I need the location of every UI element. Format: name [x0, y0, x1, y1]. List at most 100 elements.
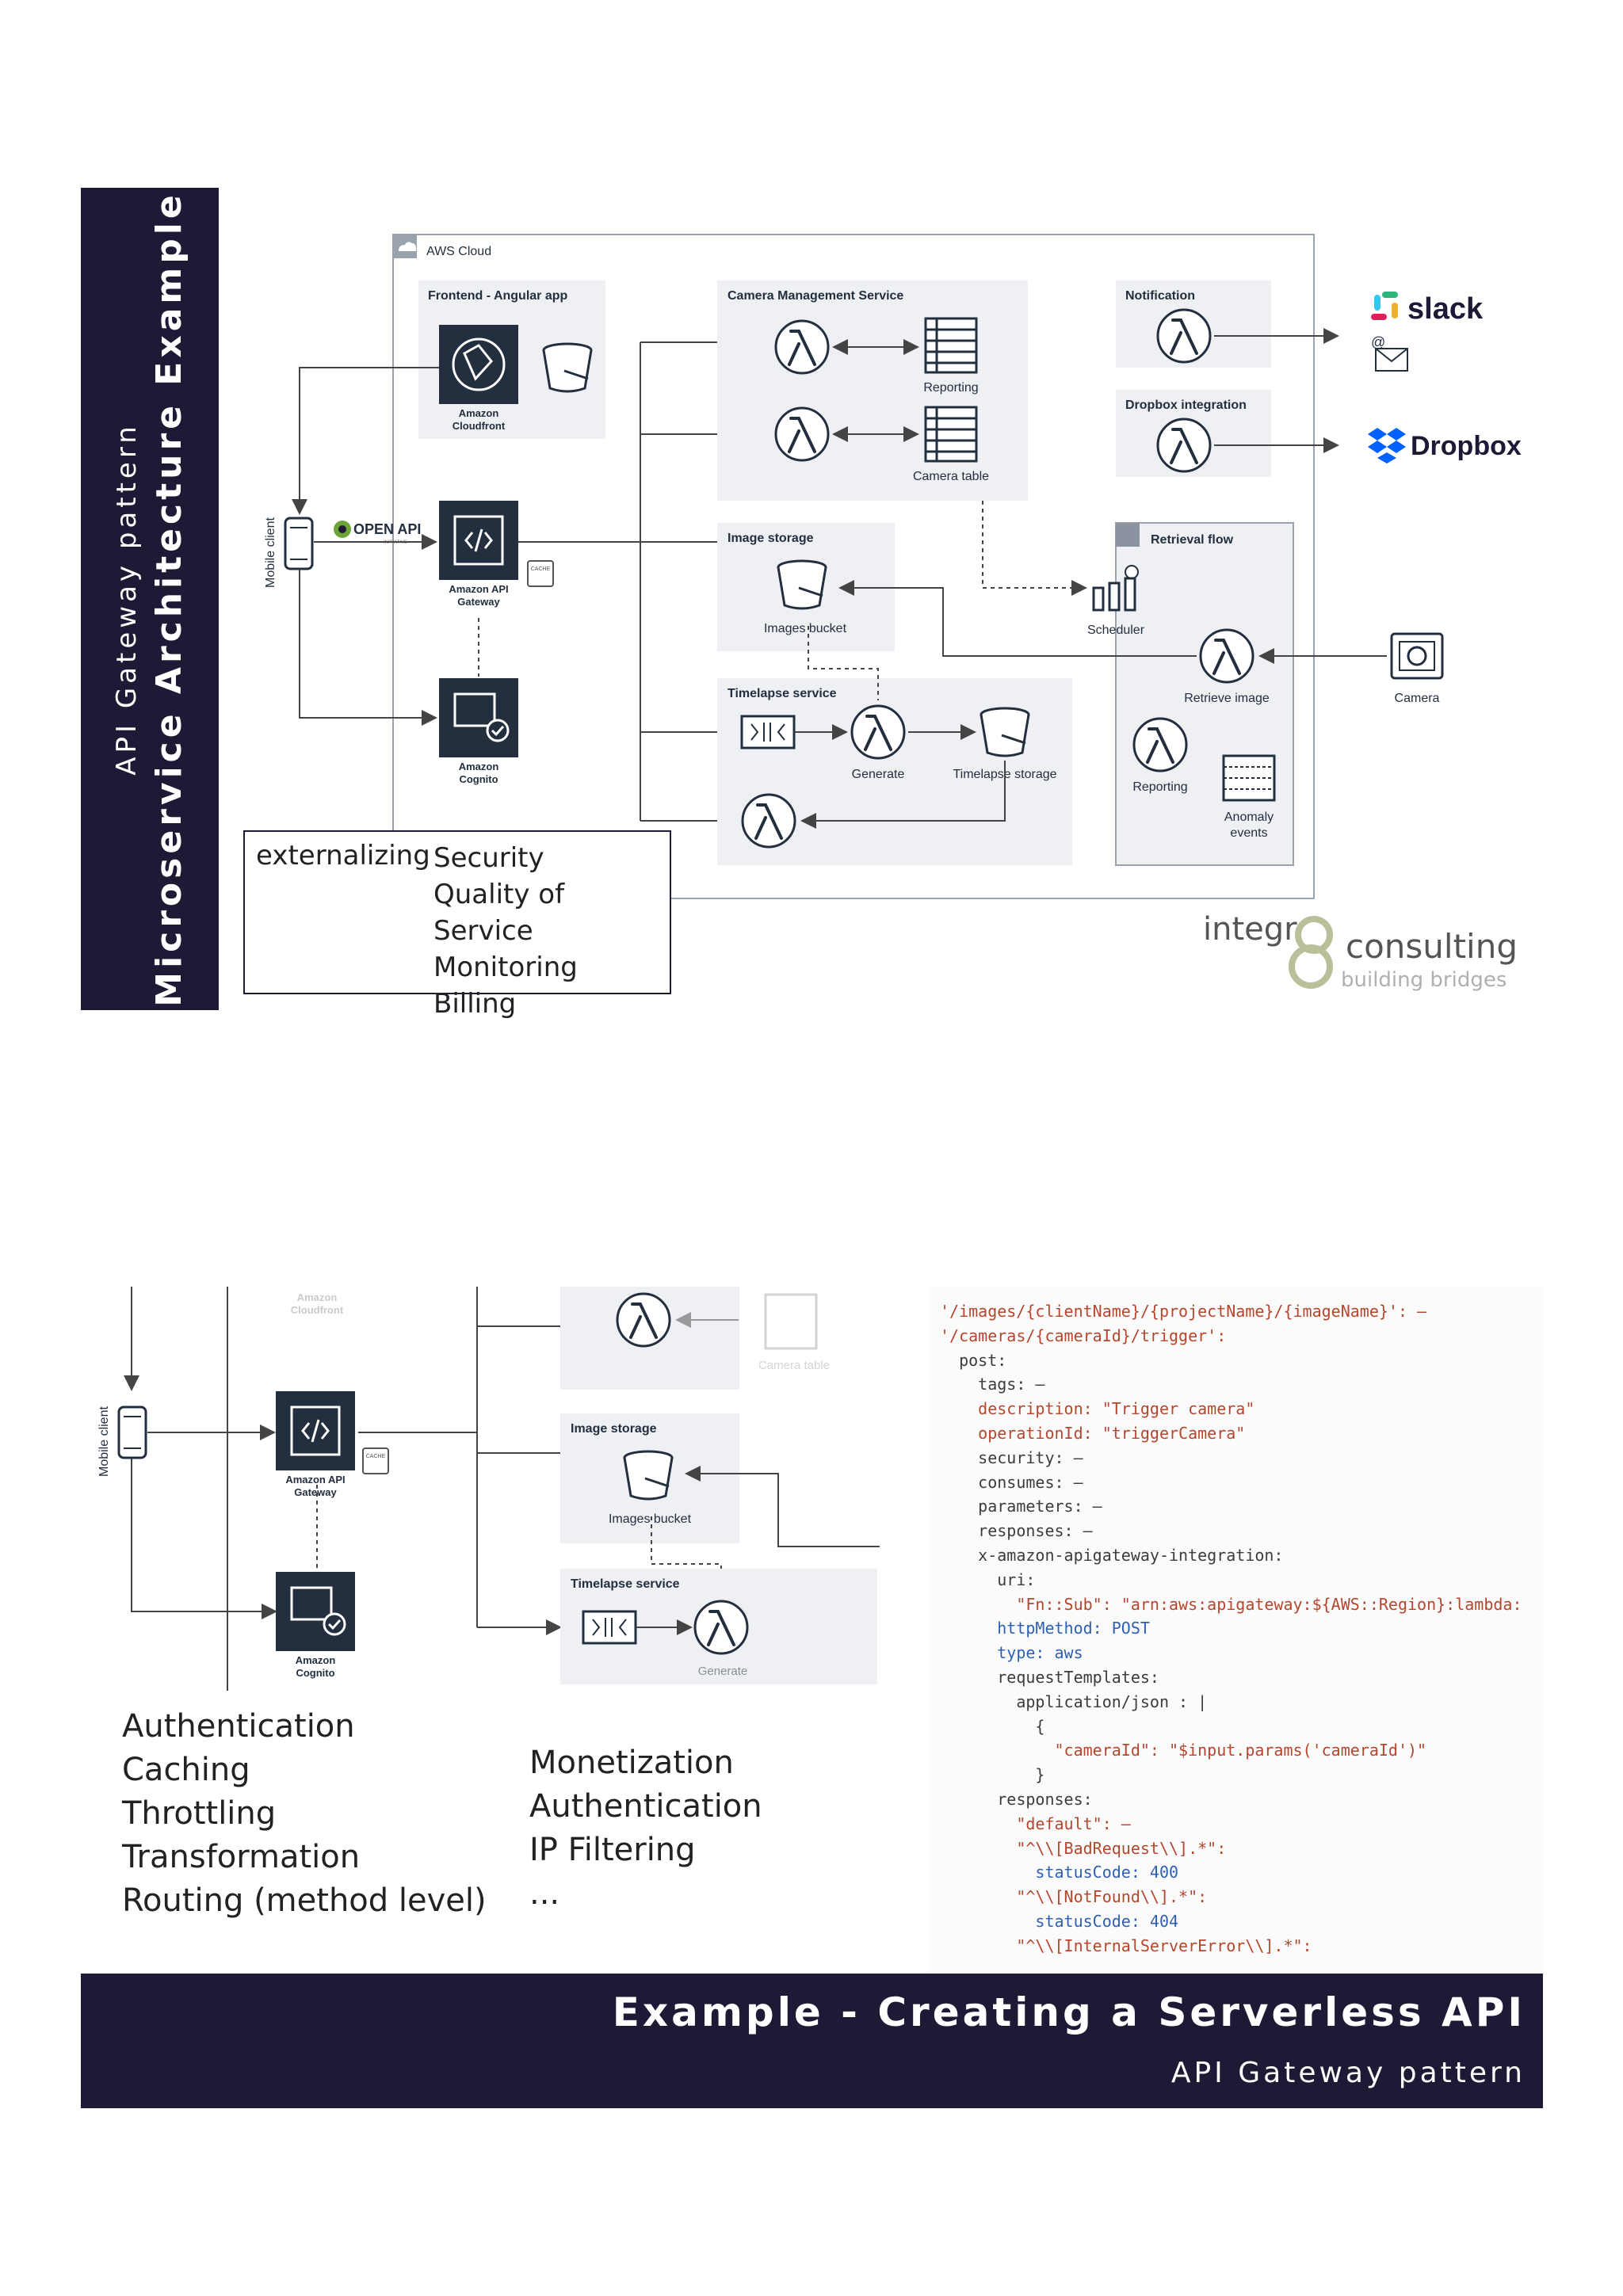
scheduler-label: Scheduler [1087, 624, 1145, 637]
code-line: requestTemplates: [940, 1667, 1159, 1687]
code-line: "cameraId": "$input.params('cameraId')" [940, 1741, 1427, 1760]
reporting-label: Reporting [923, 381, 978, 395]
frontend-bucket-icon [542, 342, 593, 393]
code-line: type: aws [940, 1643, 1083, 1663]
code-line: "Fn::Sub": "arn:aws:apigateway:${AWS::Re… [940, 1594, 1522, 1614]
cognito-icon [439, 678, 518, 757]
svg-text:Amazon: Amazon [297, 1291, 338, 1303]
cloudfront-icon [439, 325, 518, 404]
slide2-mobile-client-label: Mobile client [97, 1406, 111, 1477]
slide2-cognito-icon [276, 1572, 355, 1651]
feature-item: Transformation [122, 1839, 361, 1875]
reporting-lambda-icon [1132, 717, 1188, 772]
code-block: '/images/{clientName}/{projectName}/{ima… [940, 1299, 1522, 1958]
timelapse-storage-icon [980, 707, 1030, 757]
reporting2-label: Reporting [1132, 780, 1187, 794]
slide2: Amazon Cloudfront Camera table Mobile cl… [81, 1287, 1543, 1974]
transcode-icon [740, 715, 796, 749]
code-line: consumes: – [940, 1472, 1083, 1492]
faded-cloudfront: Amazon Cloudfront [291, 1291, 344, 1316]
code-line: responses: – [940, 1521, 1093, 1541]
slide2-cognito-label-1: Amazon [296, 1654, 336, 1666]
code-line: uri: [940, 1569, 1036, 1589]
slide2-subtitle: API Gateway pattern [1170, 2057, 1526, 2089]
slide2-image-storage-label: Image storage [571, 1422, 657, 1436]
svg-text:@: @ [1371, 334, 1385, 350]
architecture-diagram: AWS Cloud Frontend - Angular app Camera … [264, 234, 1522, 899]
code-line: statusCode: 400 [940, 1863, 1179, 1882]
group-retrieval-flow-label: Retrieval flow [1151, 533, 1234, 547]
slide2-timelapse-label: Timelapse service [571, 1577, 680, 1591]
code-panel: '/images/{clientName}/{projectName}/{ima… [929, 1287, 1543, 1974]
code-line: security: – [940, 1447, 1083, 1467]
code-line: { [940, 1716, 1045, 1736]
svg-text:CACHE: CACHE [366, 1454, 386, 1459]
cognito-label-2: Cognito [459, 773, 498, 785]
camera-table-label: Camera table [913, 470, 989, 483]
cloudfront-label-1: Amazon [459, 407, 499, 419]
anomaly-events-icon [1222, 754, 1276, 802]
group-retrieval-flow: Retrieval flow [1115, 522, 1294, 866]
feature-item: Throttling [122, 1795, 277, 1832]
code-line: "^\\[BadRequest\\].*": [940, 1838, 1227, 1858]
group-image-storage-label: Image storage [727, 532, 814, 545]
group-camera-management: Camera Management Service [717, 280, 1028, 501]
code-line: "default": – [940, 1814, 1131, 1833]
group-timelapse-label: Timelapse service [727, 687, 837, 700]
code-line: operationId: "triggerCamera" [940, 1423, 1246, 1443]
slide2-api-gateway-label-1: Amazon API [285, 1474, 345, 1486]
slide2-mobile-client: Mobile client [97, 1405, 147, 1477]
feature-item: Authentication [122, 1708, 355, 1745]
retrieve-image-label: Retrieve image [1184, 692, 1270, 705]
svg-text:CACHE: CACHE [531, 566, 551, 572]
externalizing-box: externalizing Security Quality of Servic… [243, 830, 671, 1020]
slide2-generate-lambda-icon [693, 1600, 749, 1655]
images-bucket-icon [777, 559, 827, 610]
slide2-transcode-icon [582, 1610, 637, 1645]
slide2-cache-icon: CACHE [362, 1447, 389, 1474]
cognito-label-1: Amazon [459, 761, 499, 772]
camera-lambda-2-icon [774, 406, 830, 462]
svg-text:OPEN API: OPEN API [353, 521, 421, 537]
camera-icon [1390, 632, 1444, 680]
feature-item: Caching [122, 1752, 250, 1788]
dropbox-logo: Dropbox [1368, 428, 1522, 463]
feature-item: Authentication [529, 1788, 762, 1825]
code-line: } [940, 1765, 1045, 1785]
code-line: tags: – [940, 1375, 1045, 1394]
slack-logo: slack [1371, 292, 1484, 326]
code-line: post: [940, 1350, 1007, 1370]
group-frontend-label: Frontend - Angular app [428, 289, 568, 303]
slide2-cognito-label-2: Cognito [296, 1667, 334, 1679]
features-left: Authentication Caching Throttling Transf… [122, 1705, 487, 1923]
code-line: x-amazon-apigateway-integration: [940, 1545, 1284, 1565]
integr8-logo: integr consulting building bridges [1203, 911, 1518, 992]
anomaly-events-label-2: events [1230, 826, 1267, 840]
code-line: '/cameras/{cameraId}/trigger': [940, 1325, 1227, 1345]
retrieve-lambda-icon [1199, 628, 1254, 684]
externalizing-key: externalizing [256, 840, 430, 871]
feature-item: IP Filtering [529, 1832, 696, 1868]
svg-text:Dropbox: Dropbox [1411, 431, 1522, 461]
api-gateway-icon [439, 501, 518, 580]
code-line: description: "Trigger camera" [940, 1399, 1255, 1419]
timelapse-lambda-icon [741, 793, 796, 849]
externalizing-list: Security Quality of Service Monitoring B… [433, 840, 670, 1022]
slide2-images-bucket-icon [623, 1450, 674, 1501]
externalizing-item: Quality of Service [433, 879, 565, 947]
email-icon: @ [1371, 334, 1408, 372]
cloudfront-label-2: Cloudfront [453, 420, 506, 432]
camera-lambda-1-icon [774, 319, 830, 375]
notification-lambda-icon [1156, 308, 1212, 364]
integr8-eight-mark [1289, 916, 1333, 989]
api-gateway-label-2: Gateway [457, 596, 500, 608]
api-gateway-label-1: Amazon API [449, 583, 508, 595]
group-notification-label: Notification [1125, 289, 1195, 303]
mobile-client: Mobile client [264, 517, 314, 588]
reporting-table-icon [924, 317, 978, 374]
slide2-generate-label: Generate [698, 1665, 748, 1678]
slide2-images-bucket-label: Images bucket [609, 1512, 692, 1526]
externalizing-item: Security [433, 842, 544, 874]
dropbox-lambda-icon [1156, 418, 1212, 473]
code-line: '/images/{clientName}/{projectName}/{ima… [940, 1302, 1427, 1321]
